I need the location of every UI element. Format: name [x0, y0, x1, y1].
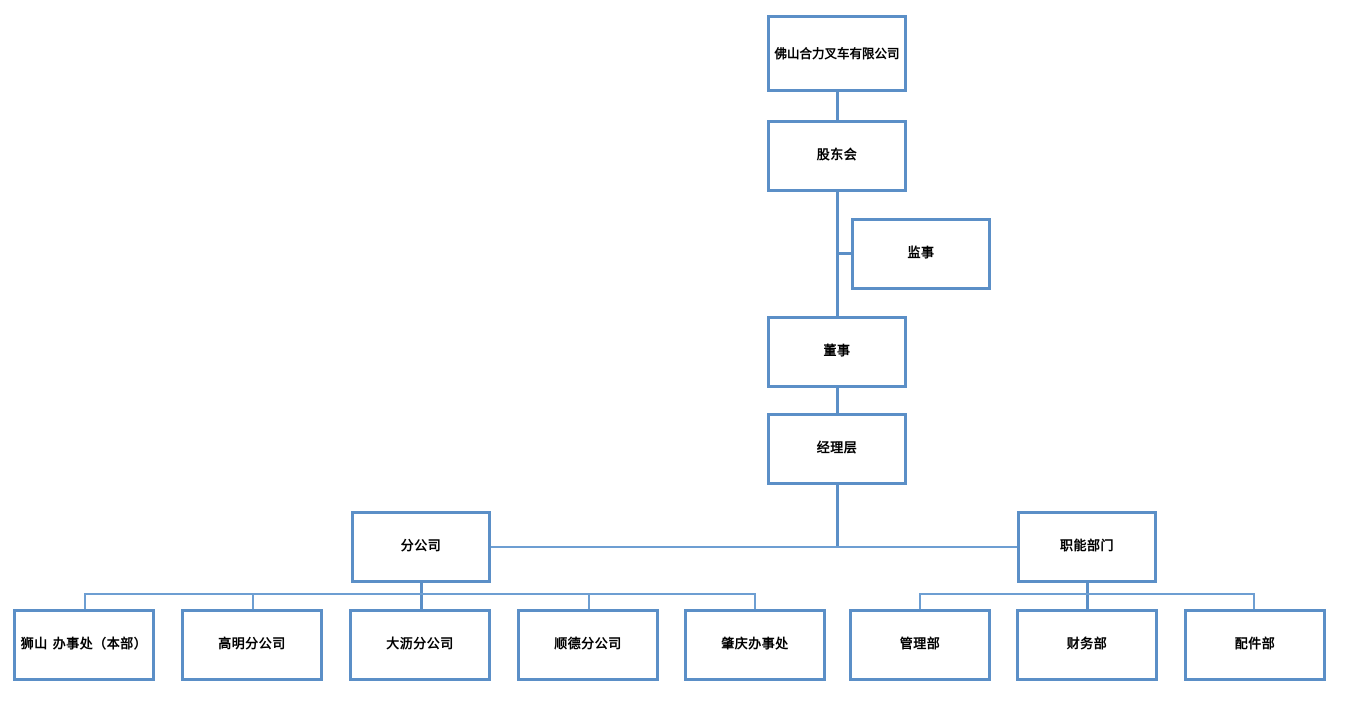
node-director[interactable]: 董事 [767, 316, 907, 388]
connector-function-stub-1 [919, 593, 921, 611]
node-management[interactable]: 经理层 [767, 413, 907, 485]
connector-function-group-drop [1086, 583, 1089, 611]
connector-function-stub-3 [1253, 593, 1255, 611]
node-function-group[interactable]: 职能部门 [1017, 511, 1157, 583]
connector-branch-stub-1 [84, 593, 86, 611]
node-branch-group[interactable]: 分公司 [351, 511, 491, 583]
connector-management-crossbar [490, 546, 1018, 548]
connector-branch-stub-2 [252, 593, 254, 611]
connector-function-bus [919, 593, 1255, 595]
node-branch-dali[interactable]: 大沥分公司 [349, 609, 491, 681]
connector-branch-stub-5 [754, 593, 756, 611]
node-branch-zhaoqing[interactable]: 肇庆办事处 [684, 609, 826, 681]
node-branch-shishan[interactable]: 狮山 办事处（本部） [13, 609, 155, 681]
connector-company-to-shareholders [836, 92, 839, 120]
connector-branch-bus [84, 593, 756, 595]
node-branch-gaoming[interactable]: 高明分公司 [181, 609, 323, 681]
node-supervisor[interactable]: 监事 [851, 218, 991, 290]
connector-branch-stub-4 [588, 593, 590, 611]
connector-management-down [836, 485, 839, 547]
connector-director-to-management [836, 388, 839, 413]
node-department-finance[interactable]: 财务部 [1016, 609, 1158, 681]
node-branch-shunde[interactable]: 顺德分公司 [517, 609, 659, 681]
node-shareholders[interactable]: 股东会 [767, 120, 907, 192]
node-company[interactable]: 佛山合力叉车有限公司 [767, 15, 907, 92]
connector-branch-group-drop [420, 583, 423, 611]
connector-spine-to-supervisor [836, 252, 853, 255]
node-department-parts[interactable]: 配件部 [1184, 609, 1326, 681]
node-department-management[interactable]: 管理部 [849, 609, 991, 681]
